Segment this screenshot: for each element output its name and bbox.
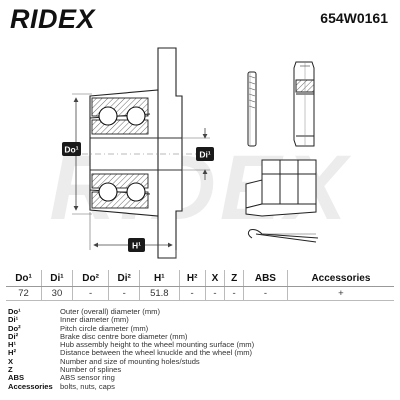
label-do1-text: Do¹: [64, 145, 78, 155]
legend-description: bolts, nuts, caps: [60, 381, 115, 391]
stud-bolt-accessory: [247, 71, 257, 147]
spec-value: -: [72, 286, 110, 301]
spec-table-header-row: Do¹ Di¹ Do² Di² H¹ H² X Z ABS Accessorie…: [6, 270, 394, 287]
spec-table: Do¹ Di¹ Do² Di² H¹ H² X Z ABS Accessorie…: [6, 270, 394, 301]
spec-value: 51.8: [139, 286, 180, 301]
legend-description: Brake disc centre bore diameter (mm): [60, 331, 188, 341]
label-di1: Di¹: [196, 147, 214, 161]
legend-description: Hub assembly height to the wheel mountin…: [60, 340, 255, 350]
label-h1-text: H¹: [132, 241, 141, 251]
legend-row: Accessories bolts, nuts, caps: [8, 381, 392, 391]
spec-header: H²: [179, 270, 206, 287]
header: RIDEX 654W0161: [0, 0, 400, 40]
spec-header: Di¹: [41, 270, 73, 287]
legend-key: H¹: [8, 340, 17, 350]
legend-description: Number of splines: [60, 365, 122, 375]
legend-key: ABS: [8, 373, 25, 383]
wheel-hub-section: [89, 47, 183, 259]
legend-description: Inner diameter (mm): [60, 315, 129, 325]
spec-header: X: [205, 270, 226, 287]
legend-table: Do¹ Outer (overall) diameter (mm) Di¹ Inne…: [8, 307, 392, 391]
legend-row: Do¹ Outer (overall) diameter (mm): [8, 307, 392, 316]
legend-description: Number and size of mounting holes/studs: [60, 356, 200, 366]
legend-description: ABS sensor ring: [60, 373, 115, 383]
spec-header: Di²: [108, 270, 141, 287]
legend-key: Accessories: [8, 381, 53, 391]
legend-key: H²: [8, 348, 17, 358]
spec-header: Accessories: [287, 270, 394, 287]
spec-header: H¹: [139, 270, 180, 287]
legend-key: Do²: [8, 323, 21, 333]
spec-value: -: [108, 286, 141, 301]
spec-header: Do²: [72, 270, 110, 287]
spec-value: -: [179, 286, 206, 301]
legend-description: Outer (overall) diameter (mm): [60, 307, 161, 316]
spec-value: 72: [6, 286, 43, 301]
legend-row: H² Distance between the wheel knuckle and…: [8, 348, 392, 358]
brand-logo: RIDEX: [10, 4, 96, 34]
bearing-balls: [98, 106, 146, 202]
spec-header: ABS: [243, 270, 288, 287]
spec-header: Do¹: [6, 270, 43, 287]
legend-key: Di²: [8, 331, 19, 341]
legend-row: Do² Pitch circle diameter (mm): [8, 323, 392, 333]
technical-drawing: RIDEX: [0, 36, 400, 266]
legend-row: ABS ABS sensor ring: [8, 373, 392, 383]
hub-drawing-svg: Do¹ Di¹ H¹: [62, 47, 319, 259]
castle-nut-accessory: [245, 159, 317, 217]
legend-description: Distance between the wheel knuckle and t…: [60, 348, 253, 358]
label-di1-text: Di¹: [199, 150, 211, 160]
part-number: 654W0161: [320, 10, 388, 26]
spec-value: -: [243, 286, 288, 301]
legend-key: Do¹: [8, 307, 21, 316]
spec-value: 30: [41, 286, 73, 301]
legend-key: Di¹: [8, 315, 19, 325]
legend-row: Di¹ Inner diameter (mm): [8, 315, 392, 325]
cotter-pin-accessory: [247, 229, 319, 243]
spec-value: -: [205, 286, 226, 301]
label-do1: Do¹: [62, 142, 81, 156]
inner-diameter-dimension: [182, 128, 210, 180]
legend-row: Di² Brake disc centre bore diameter (mm): [8, 331, 392, 341]
spec-value: +: [287, 286, 394, 301]
spec-value: -: [224, 286, 244, 301]
hub-cap-accessory: [293, 61, 315, 147]
legend-key: Z: [8, 365, 13, 375]
legend-row: H¹ Hub assembly height to the wheel mount…: [8, 340, 392, 350]
label-h1: H¹: [128, 238, 145, 252]
legend-row: Z Number of splines: [8, 365, 392, 375]
legend-row: X Number and size of mounting holes/studs: [8, 356, 392, 366]
spec-header: Z: [224, 270, 244, 287]
legend-description: Pitch circle diameter (mm): [60, 323, 149, 333]
legend-key: X: [8, 356, 14, 366]
spec-table-value-row: 72 30 - - 51.8 - - - - +: [6, 286, 394, 301]
